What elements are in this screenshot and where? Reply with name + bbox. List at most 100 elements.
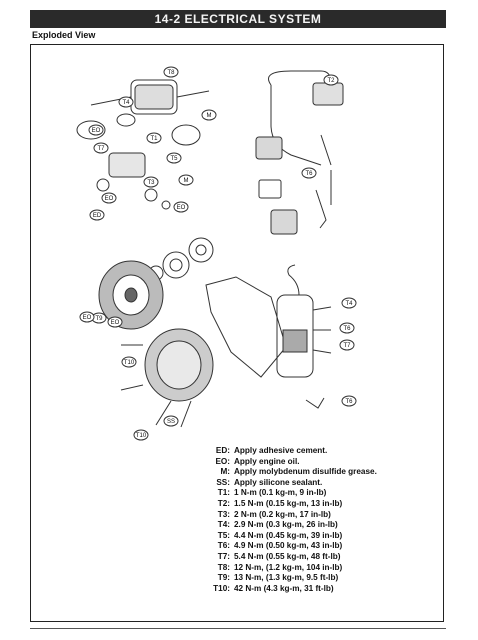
starter-relay-illustration (255, 70, 344, 235)
legend-row: T3: 2 N-m (0.2 kg-m, 17 in-lb) (200, 510, 377, 521)
legend-code: T9: (217, 573, 230, 583)
legend-code: T8: (217, 562, 230, 572)
callout-text: T9 (95, 316, 103, 322)
callout-bubble: EO (107, 316, 123, 328)
legend-description: 42 N-m (4.3 kg-m, 31 ft-lb) (234, 583, 334, 593)
callout-bubble: M (178, 174, 194, 186)
legend-row: T1: 1 N-m (0.1 kg-m, 9 in-lb) (200, 488, 377, 499)
header-title: 14-2 ELECTRICAL SYSTEM (154, 12, 322, 26)
legend-description: 1.5 N-m (0.15 kg-m, 13 in-lb) (234, 498, 343, 508)
legend-code: ED: (215, 446, 230, 455)
legend-code: T5: (217, 530, 230, 540)
legend-code: T3: (217, 509, 230, 519)
callout-text: M (207, 113, 212, 119)
callout-text: ED (93, 213, 102, 219)
callout-text: EO (111, 320, 120, 326)
legend-row: ED: Apply adhesive cement. (200, 446, 377, 457)
callout-bubble: T6 (341, 395, 357, 407)
callout-bubble: EO (101, 192, 117, 204)
legend-description: 2 N-m (0.2 kg-m, 17 in-lb) (234, 509, 331, 519)
stator-illustration (276, 264, 332, 409)
page-bottom-rule (30, 628, 446, 629)
callout-bubble: T5 (166, 152, 182, 164)
callout-bubble: SS (163, 415, 179, 427)
callout-text: T3 (147, 180, 155, 186)
legend-code: T10: (213, 583, 230, 593)
legend-row: SS: Apply silicone sealant. (200, 478, 377, 489)
callout-text: T7 (97, 146, 105, 152)
legend-code: M: (220, 467, 230, 477)
callout-bubble: EO (173, 201, 189, 213)
callout-bubble: EO (88, 124, 104, 136)
legend-row: T8: 12 N-m, (1.2 kg-m, 104 in-lb) (200, 563, 377, 574)
callout-text: T6 (343, 326, 351, 332)
legend-description: 2.9 N-m (0.3 kg-m, 26 in-lb) (234, 520, 338, 530)
exploded-view-frame (30, 44, 444, 622)
torque-legend: ED: Apply adhesive cement. EO:Apply engin… (200, 446, 377, 594)
legend-row: T5: 4.4 N-m (0.45 kg-m, 39 in-lb) (200, 531, 377, 542)
callout-bubble: T7 (93, 142, 109, 154)
legend-description: 1 N-m (0.1 kg-m, 9 in-lb) (234, 488, 327, 498)
legend-row: T2: 1.5 N-m (0.15 kg-m, 13 in-lb) (200, 499, 377, 510)
callout-text: T6 (305, 171, 313, 177)
callout-text: SS (167, 419, 175, 425)
legend-code: T2: (217, 498, 230, 508)
callout-bubble: T2 (323, 74, 339, 86)
callout-text: T4 (345, 301, 353, 307)
legend-code: T7: (217, 551, 230, 561)
callout-text: T8 (167, 70, 175, 76)
legend-description: Apply silicone sealant. (234, 477, 323, 487)
callout-text: EO (177, 205, 186, 211)
page-header: 14-2 ELECTRICAL SYSTEM (30, 10, 446, 28)
starter-motor-illustration (76, 79, 210, 210)
callout-bubble: T8 (163, 66, 179, 78)
cover-gasket-illustration (205, 276, 287, 378)
callout-text: T4 (122, 100, 130, 106)
callout-text: EO (105, 196, 114, 202)
legend-code: T6: (217, 541, 230, 551)
callout-text: EO (83, 315, 92, 321)
callout-text: T7 (343, 343, 351, 349)
callout-bubble: ED (89, 209, 105, 221)
callout-text: T10 (124, 360, 135, 366)
legend-description: Apply molybdenum disulfide grease. (234, 467, 377, 477)
starter-gears-illustration (148, 237, 214, 281)
callout-bubble: T10 (133, 429, 149, 441)
callout-bubble: T10 (121, 356, 137, 368)
callout-text: T6 (345, 399, 353, 405)
callout-text: EO (92, 128, 101, 134)
callout-text: T5 (170, 156, 178, 162)
callout-bubble: T3 (143, 176, 159, 188)
legend-row: T7: 5.4 N-m (0.55 kg-m, 48 ft-lb) (200, 552, 377, 563)
callout-bubble: T4 (118, 96, 134, 108)
legend-description: 4.4 N-m (0.45 kg-m, 39 in-lb) (234, 530, 343, 540)
callout-text: T10 (136, 433, 147, 439)
callout-text: M (184, 178, 189, 184)
legend-description: 5.4 N-m (0.55 kg-m, 48 ft-lb) (234, 551, 341, 561)
callout-bubble: T6 (301, 167, 317, 179)
callout-bubble: T1 (146, 132, 162, 144)
legend-description: 4.9 N-m (0.50 kg-m, 43 in-lb) (234, 541, 343, 551)
legend-row: T9: 13 N-m, (1.3 kg-m, 9.5 ft-lb) (200, 573, 377, 584)
callout-bubble: M (201, 109, 217, 121)
legend-row: EO:Apply engine oil. (200, 457, 377, 468)
legend-description: Apply engine oil. (234, 456, 300, 466)
legend-description: 13 N-m, (1.3 kg-m, 9.5 ft-lb) (234, 573, 339, 583)
alternator-rotor-illustration (98, 260, 164, 330)
callout-bubble: T7 (339, 339, 355, 351)
legend-description: Apply adhesive cement. (234, 446, 328, 455)
legend-row: M: Apply molybdenum disulfide grease. (200, 467, 377, 478)
callout-bubble: EO (79, 311, 95, 323)
legend-description: 12 N-m, (1.2 kg-m, 104 in-lb) (234, 562, 343, 572)
alternator-cover-illustration (120, 328, 214, 428)
legend-code: T1: (217, 488, 230, 498)
legend-row: T6: 4.9 N-m (0.50 kg-m, 43 in-lb) (200, 541, 377, 552)
section-label: Exploded View (32, 30, 96, 40)
legend-code: T4: (217, 520, 230, 530)
legend-row: T10: 42 N-m (4.3 kg-m, 31 ft-lb) (200, 584, 377, 595)
callout-bubble: T4 (341, 297, 357, 309)
exploded-view-diagram: T8 T4 T1 T5 T7 T3 T2 T6 T9 T10 T10 T4 T6… (76, 66, 357, 441)
callout-bubble: T6 (339, 322, 355, 334)
legend-code: SS: (216, 477, 230, 487)
callout-text: T2 (327, 78, 335, 84)
